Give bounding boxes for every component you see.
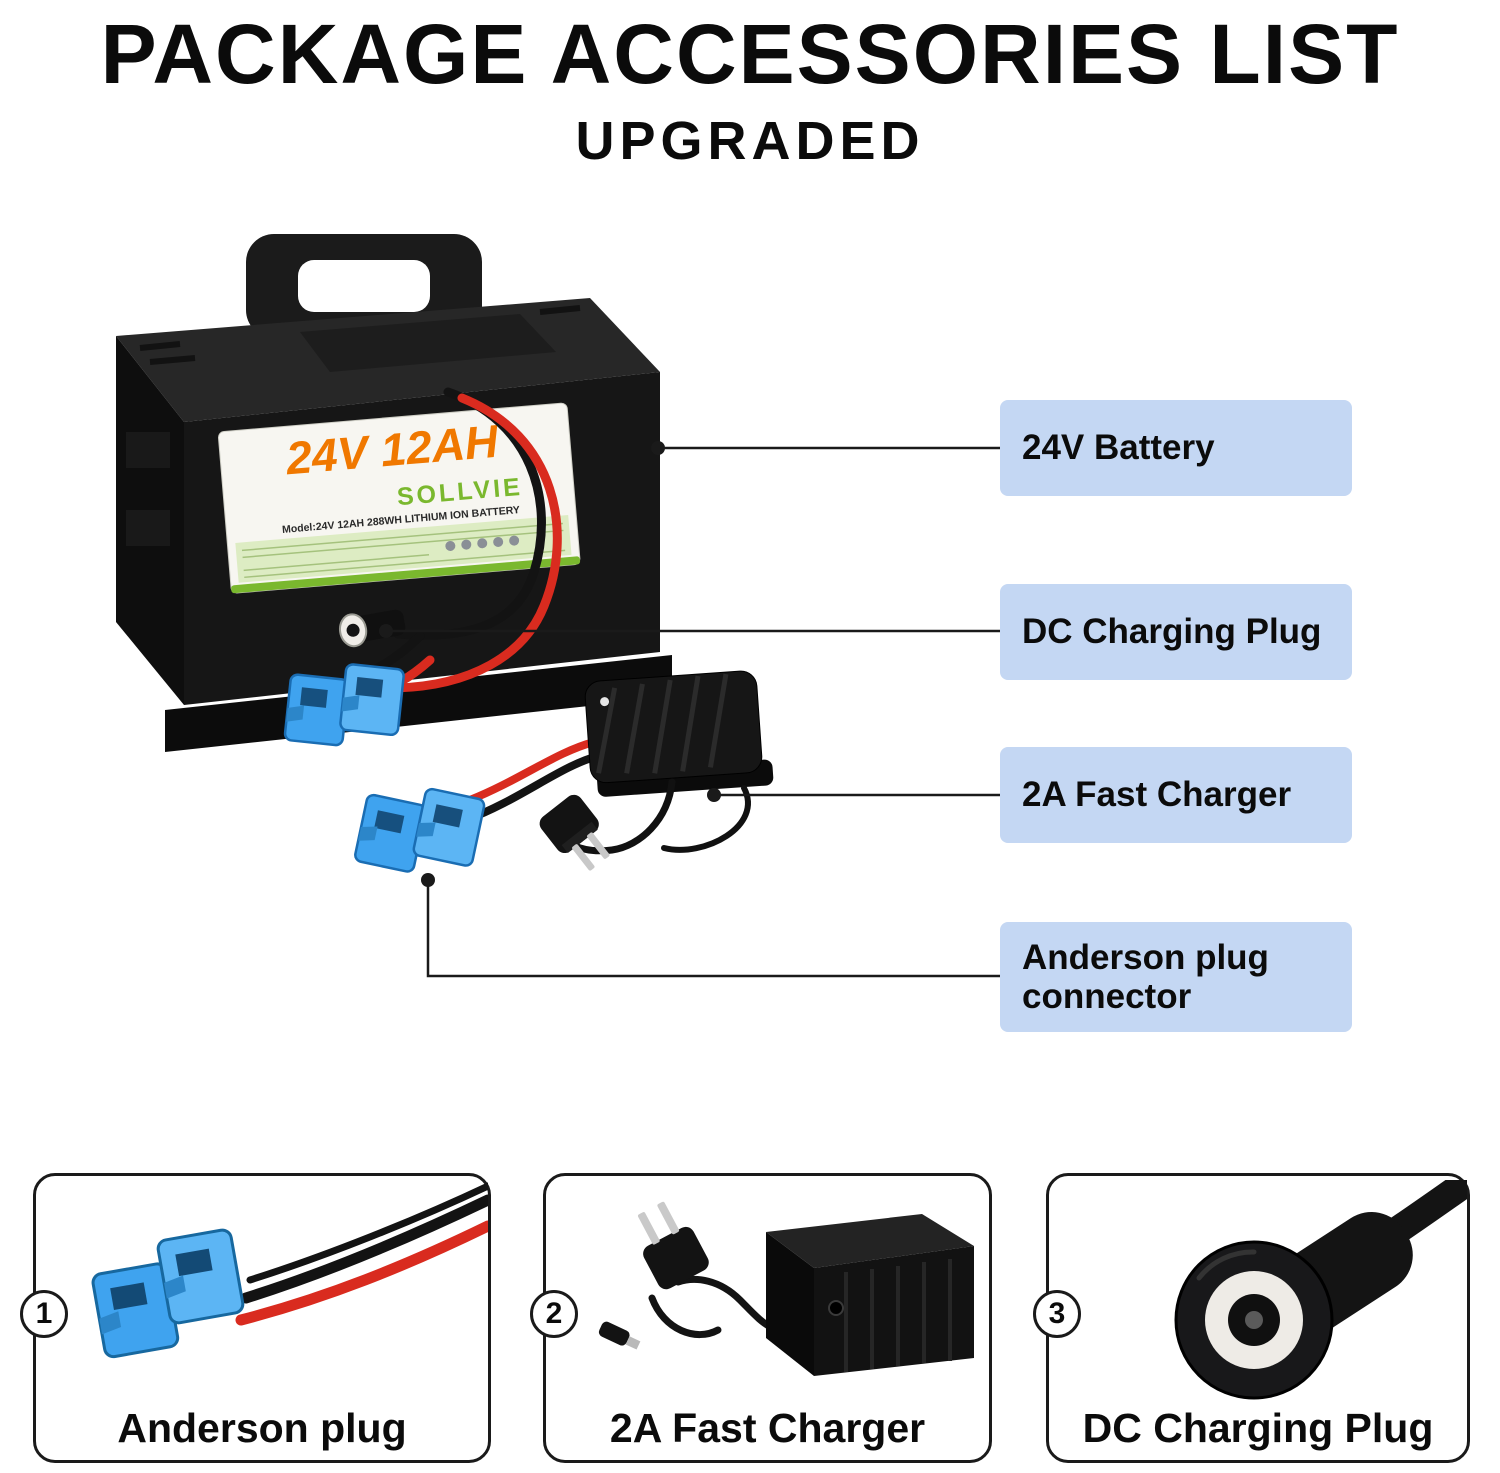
caption-anderson-plug: Anderson plug [117, 1405, 407, 1451]
dot-anderson-plug [421, 873, 435, 887]
fast-charger-closeup [598, 1201, 974, 1376]
callout-dc-charging-plug: DC Charging Plug [1000, 584, 1352, 680]
item-number-badge: 1 [20, 1290, 68, 1338]
dot-2a-fast-charger [707, 788, 721, 802]
dc-tip [598, 1321, 641, 1350]
item-number-badge: 2 [530, 1290, 578, 1338]
anderson-plug-battery [283, 663, 405, 747]
bottom-card-anderson-plug: 1 Anderson plug [20, 1173, 491, 1463]
page-title: PACKAGE ACCESSORIES LIST [100, 7, 1400, 101]
bottom-card-fast-charger: 2 [530, 1173, 992, 1463]
callout-2a-fast-charger-label: 2A Fast Charger [1022, 775, 1292, 815]
page-subtitle: UPGRADED [575, 111, 925, 171]
callout-24v-battery: 24V Battery [1000, 400, 1352, 496]
battery-red-wire [391, 393, 562, 693]
certification-icons [445, 535, 520, 551]
bottom-card-dc-plug: 3 DC Charging Plug [1033, 1173, 1470, 1463]
callout-2a-fast-charger: 2A Fast Charger [1000, 747, 1352, 843]
dot-24v-battery [651, 441, 665, 455]
item-number-badge: 3 [1033, 1290, 1081, 1338]
battery-handle-hole [298, 260, 430, 312]
caption-dc-plug: DC Charging Plug [1082, 1405, 1434, 1451]
callout-anderson-plug-connector-label: Anderson plug connector [1022, 937, 1269, 1016]
dc-plug-closeup [1174, 1180, 1467, 1400]
charger-dc-socket [828, 1300, 844, 1316]
us-plug [638, 1201, 709, 1290]
callout-dc-charging-plug-label: DC Charging Plug [1022, 612, 1322, 652]
charger-body [584, 670, 774, 797]
charger-3d-body [766, 1214, 974, 1376]
callout-24v-battery-label: 24V Battery [1022, 428, 1215, 468]
ac-wall-plug [539, 794, 610, 871]
dc-plug-face [1174, 1240, 1334, 1400]
caption-fast-charger: 2A Fast Charger [609, 1405, 926, 1451]
callout-lines [386, 446, 1000, 978]
callout-dots [379, 441, 721, 887]
callout-anderson-plug-connector: Anderson plug connector [1000, 922, 1352, 1032]
dot-dc-charging-plug [379, 624, 393, 638]
item-number-2: 2 [545, 1297, 563, 1330]
battery-illustration: 24V 12AH SOLLVIE Model:24V 12AH 288WH LI… [116, 234, 672, 752]
battery-top-recess [300, 314, 556, 372]
anderson-plug-charger [354, 787, 486, 873]
anderson-plug-body [91, 1228, 245, 1359]
charger-led [600, 697, 610, 707]
item-number-3: 3 [1048, 1297, 1066, 1330]
battery-label: 24V 12AH SOLLVIE Model:24V 12AH 288WH LI… [217, 402, 581, 594]
line-anderson-plug [426, 880, 1000, 978]
item-number-1: 1 [35, 1297, 53, 1330]
charger-illustration [354, 670, 774, 873]
anderson-plug-closeup [91, 1182, 488, 1359]
